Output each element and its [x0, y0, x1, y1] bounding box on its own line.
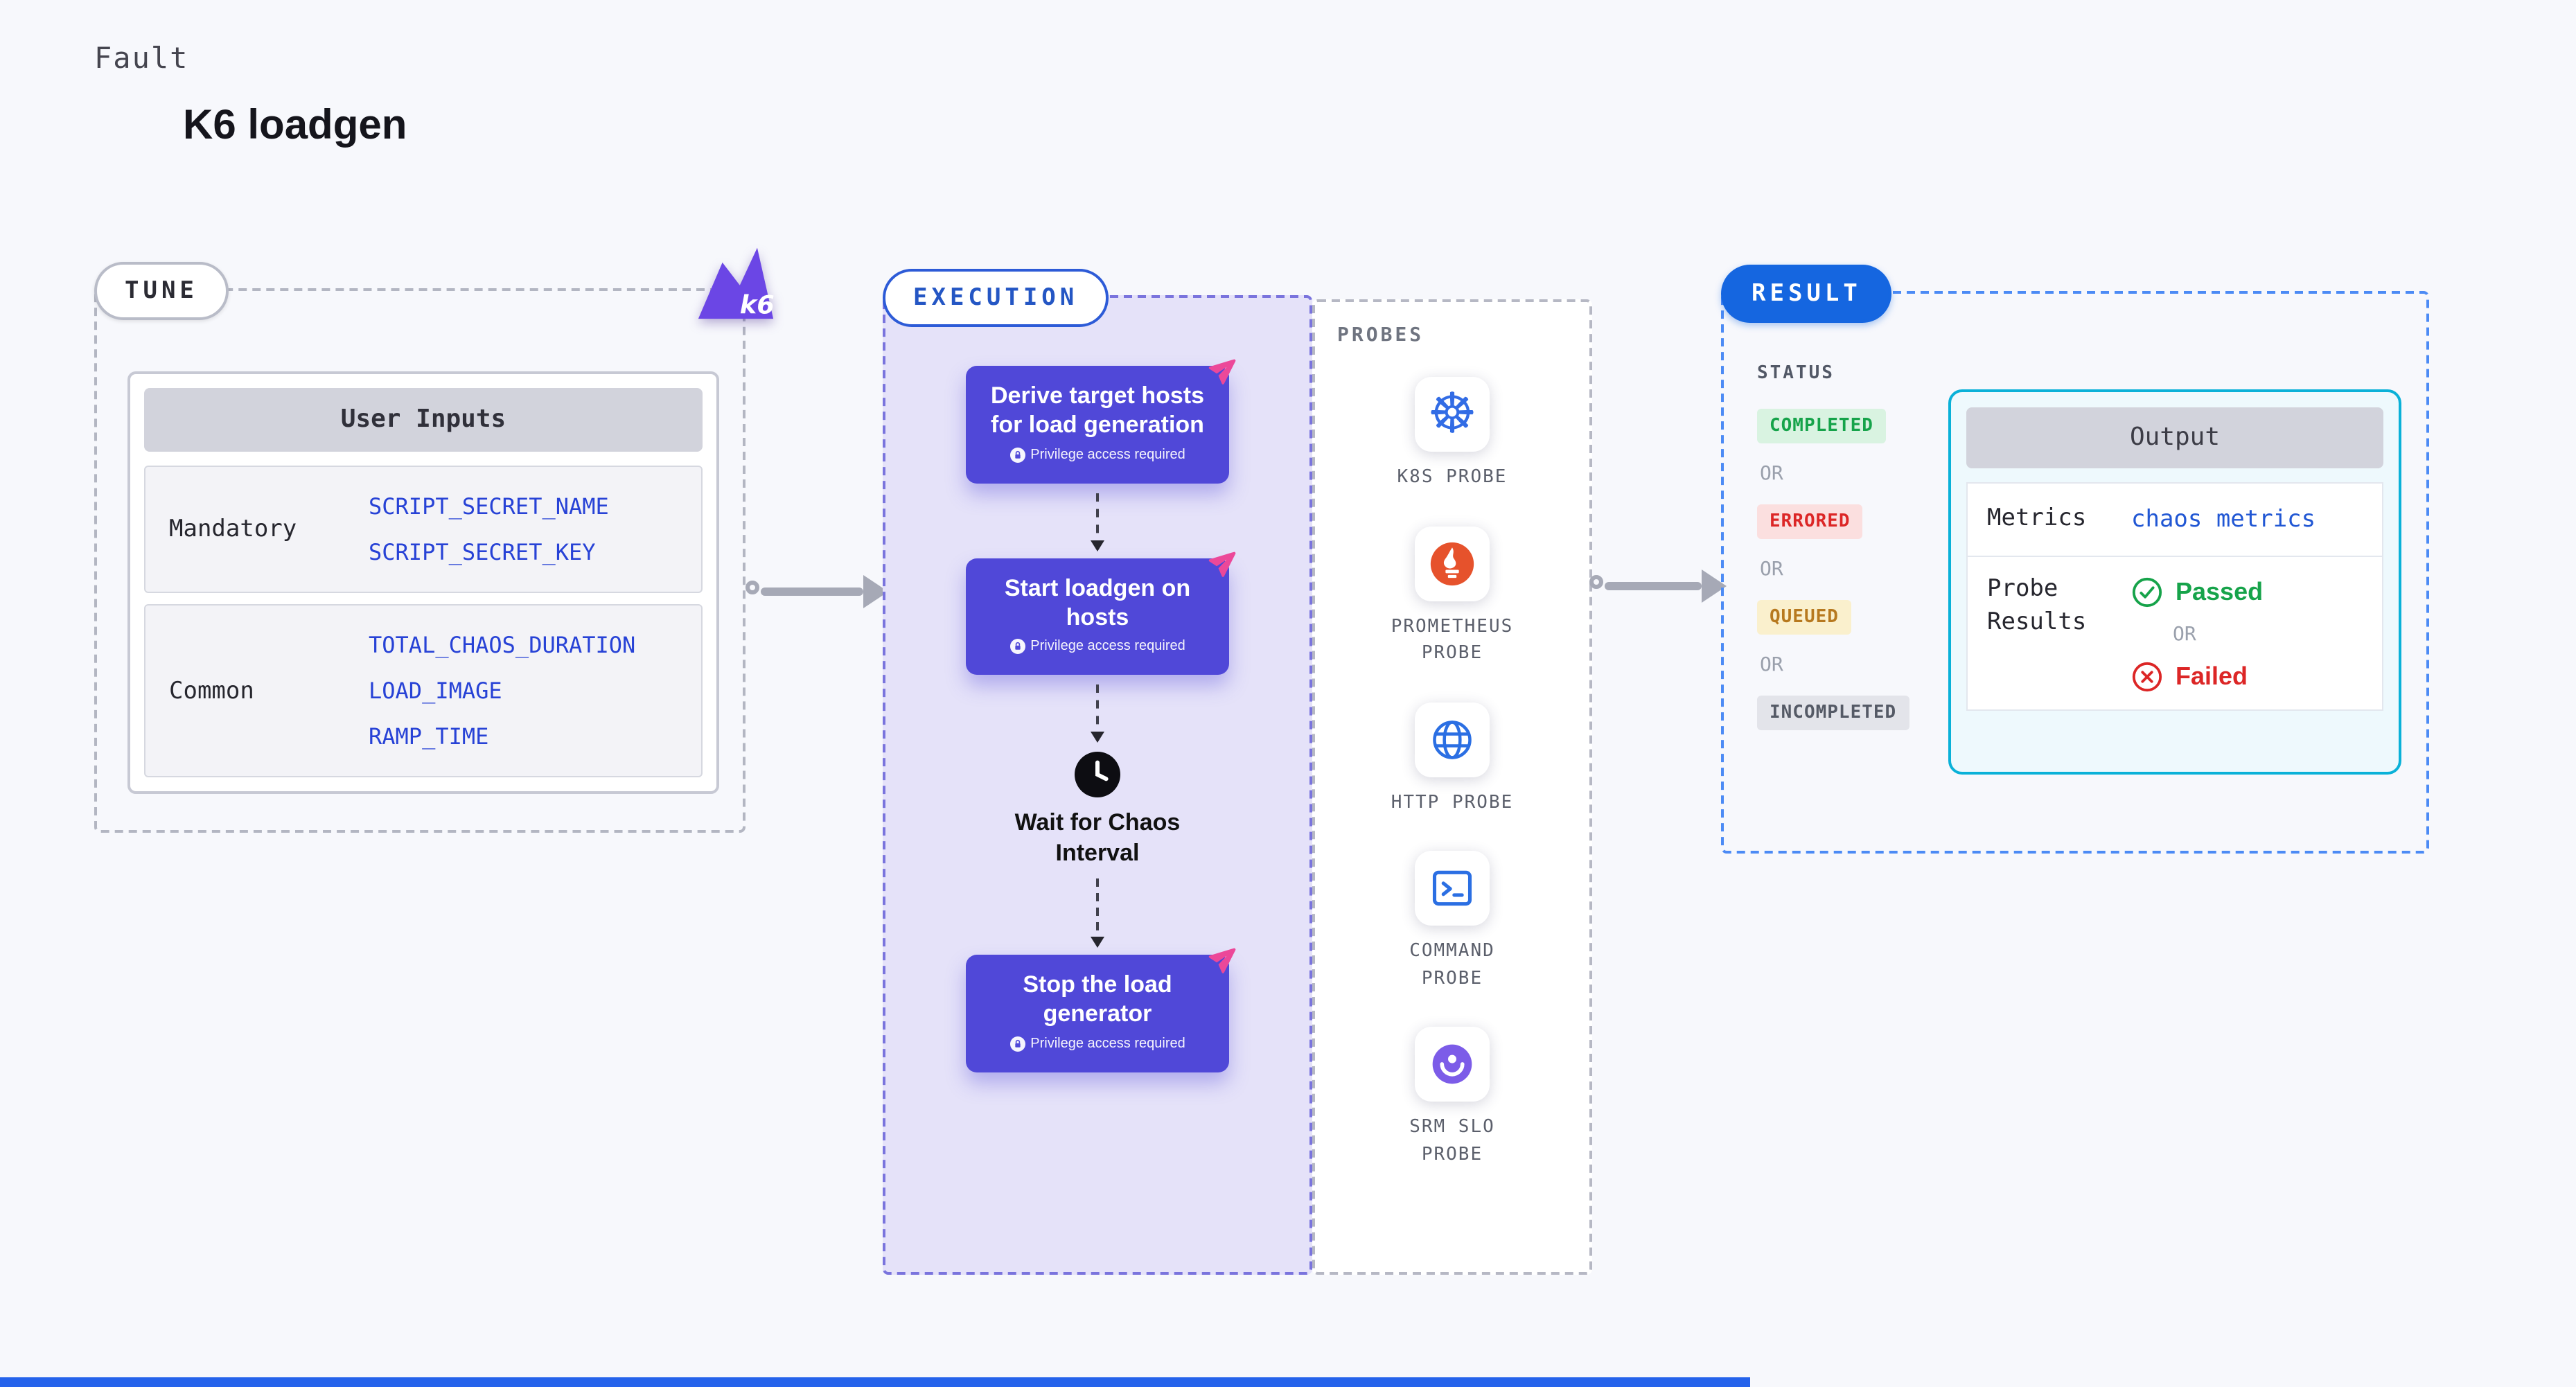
probe-results-content: Passed OR Failed: [2131, 574, 2263, 693]
output-row-probe-results: Probe Results Passed OR: [1968, 555, 2382, 709]
probes-section: PROBES ☸ K8S PROBE PROMETHEUS PROBE: [1312, 299, 1592, 1275]
privilege-badge-label: Privilege access required: [1030, 447, 1185, 462]
or-separator: OR: [1760, 558, 1783, 581]
globe-icon: [1415, 702, 1490, 777]
check-circle-icon: [2132, 577, 2162, 607]
input-variable: SCRIPT_SECRET_NAME: [369, 493, 609, 520]
table-row-mandatory: Mandatory SCRIPT_SECRET_NAME SCRIPT_SECR…: [144, 466, 703, 593]
status-badge-queued: QUEUED: [1757, 600, 1851, 635]
fault-eyebrow: Fault: [94, 42, 189, 75]
row-values: SCRIPT_SECRET_NAME SCRIPT_SECRET_KEY: [369, 484, 609, 575]
tune-section: TUNE k6 User Inputs Mandatory SCRIPT_SEC…: [94, 247, 775, 833]
privilege-badge: Privilege access required: [1009, 639, 1185, 654]
status-heading: STATUS: [1757, 363, 1835, 384]
lock-icon: [1009, 639, 1025, 654]
row-label: Common: [169, 677, 254, 705]
status-badge-incompleted: INCOMPLETED: [1757, 696, 1909, 730]
bottom-strip: [0, 1377, 1750, 1387]
or-separator: OR: [2173, 623, 2196, 646]
flow-connector: [1091, 493, 1104, 551]
row-label: Mandatory: [169, 515, 297, 543]
step-wait-for-chaos-interval: Wait for Chaos Interval: [994, 750, 1201, 869]
probe-item-prometheus: PROMETHEUS PROBE: [1376, 526, 1528, 667]
execution-section-label: EXECUTION: [883, 269, 1109, 327]
step-title: Stop the load generator: [1023, 971, 1172, 1027]
probe-results-label: Probe Results: [1987, 574, 2087, 636]
result-section-label: RESULT: [1721, 265, 1892, 323]
status-badge-completed: COMPLETED: [1757, 409, 1886, 443]
step-stop-load-generator: Stop the load generator Privilege access…: [966, 948, 1236, 1072]
arrow-line: [1605, 582, 1702, 590]
probe-item-srm-slo: SRM SLO PROBE: [1376, 1027, 1528, 1168]
srm-slo-icon: [1415, 1027, 1490, 1102]
or-separator: OR: [1760, 654, 1783, 676]
lock-icon: [1009, 447, 1025, 462]
metrics-label: Metrics: [1987, 504, 2087, 532]
input-variable: TOTAL_CHAOS_DURATION: [369, 632, 636, 658]
probe-name: COMMAND PROBE: [1409, 941, 1495, 989]
step-title: Start loadgen on hosts: [1004, 574, 1191, 630]
x-circle-icon: [2132, 662, 2162, 691]
probe-name: HTTP PROBE: [1391, 792, 1514, 813]
output-header: Output: [1966, 407, 2383, 468]
passed-label: Passed: [2176, 577, 2264, 606]
output-panel: Output Metrics chaos metrics Probe Resul…: [1948, 389, 2401, 775]
svg-text:k6: k6: [740, 290, 775, 319]
privilege-badge: Privilege access required: [1009, 1036, 1185, 1052]
row-values: TOTAL_CHAOS_DURATION LOAD_IMAGE RAMP_TIM…: [369, 622, 635, 759]
input-variable: LOAD_IMAGE: [369, 678, 502, 704]
user-inputs-table: User Inputs Mandatory SCRIPT_SECRET_NAME…: [127, 371, 719, 794]
or-separator: OR: [1760, 463, 1783, 485]
arrow-start-dot: [1589, 575, 1603, 589]
output-row-metrics: Metrics chaos metrics: [1968, 484, 2382, 556]
probe-name: PROMETHEUS PROBE: [1391, 616, 1514, 664]
arrow-start-dot: [746, 581, 759, 594]
chaos-metrics-link[interactable]: chaos metrics: [2131, 505, 2316, 533]
status-column: STATUS COMPLETED OR ERRORED OR QUEUED OR…: [1757, 363, 1909, 730]
table-row-common: Common TOTAL_CHAOS_DURATION LOAD_IMAGE R…: [144, 604, 703, 777]
probe-item-command: COMMAND PROBE: [1376, 851, 1528, 992]
arrow-line: [761, 588, 863, 596]
pink-send-icon: [1203, 935, 1249, 980]
pink-send-icon: [1203, 538, 1249, 583]
input-variable: RAMP_TIME: [369, 723, 489, 750]
probe-name: K8S PROBE: [1397, 467, 1508, 488]
probe-name: SRM SLO PROBE: [1409, 1117, 1495, 1165]
privilege-badge: Privilege access required: [1009, 447, 1185, 462]
wait-step-title: Wait for Chaos Interval: [1014, 809, 1181, 867]
privilege-badge-label: Privilege access required: [1030, 639, 1185, 654]
failed-line: Failed: [2131, 661, 2263, 693]
terminal-icon: [1415, 851, 1490, 926]
kubernetes-wheel-icon: ☸: [1415, 377, 1490, 452]
execution-flow: Derive target hosts for load generation …: [885, 298, 1309, 1072]
k6-logo-icon: k6: [696, 241, 776, 321]
status-badge-errored: ERRORED: [1757, 504, 1863, 539]
probes-section-label: PROBES: [1337, 324, 1424, 346]
clock-icon: [1073, 750, 1122, 799]
flow-connector: [1091, 684, 1104, 743]
input-variable: SCRIPT_SECRET_KEY: [369, 539, 596, 565]
flow-connector: [1091, 878, 1104, 948]
probes-list: ☸ K8S PROBE PROMETHEUS PROBE: [1315, 377, 1589, 1168]
tune-section-label: TUNE: [94, 262, 229, 320]
step-derive-target-hosts: Derive target hosts for load generation …: [966, 359, 1236, 483]
probe-item-http: HTTP PROBE: [1376, 702, 1528, 816]
execution-section: EXECUTION Derive target hosts for load g…: [883, 269, 1312, 1275]
step-title: Derive target hosts for load generation: [991, 382, 1204, 439]
lock-icon: [1009, 1036, 1025, 1052]
output-rows: Metrics chaos metrics Probe Results Pass…: [1966, 482, 2383, 711]
privilege-badge-label: Privilege access required: [1030, 1036, 1185, 1052]
user-inputs-rows: Mandatory SCRIPT_SECRET_NAME SCRIPT_SECR…: [144, 466, 703, 777]
page-title: K6 loadgen: [183, 103, 407, 148]
user-inputs-header: User Inputs: [144, 388, 703, 452]
pink-send-icon: [1203, 346, 1249, 391]
passed-line: Passed: [2131, 576, 2263, 608]
result-section: RESULT STATUS COMPLETED OR ERRORED OR QU…: [1721, 265, 2429, 854]
failed-label: Failed: [2176, 662, 2248, 690]
probe-item-k8s: ☸ K8S PROBE: [1376, 377, 1528, 491]
step-start-loadgen: Start loadgen on hosts Privilege access …: [966, 551, 1236, 675]
prometheus-flame-icon: [1415, 526, 1490, 601]
